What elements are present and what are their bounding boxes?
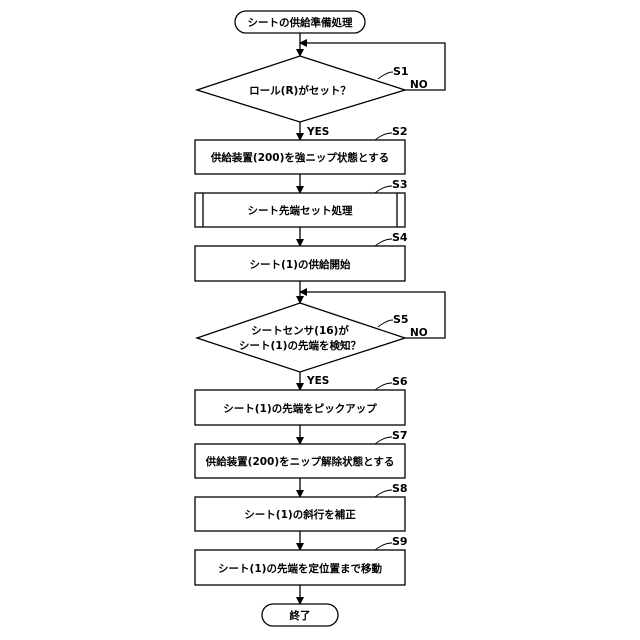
s8-text: シート(1)の斜行を補正 — [244, 508, 356, 521]
s2-text: 供給装置(200)を強ニップ状態とする — [210, 151, 389, 164]
s9-text: シート(1)の先端を定位置まで移動 — [218, 562, 382, 575]
step-s7-process: 供給装置(200)をニップ解除状態とする S7 — [195, 429, 408, 478]
s9-step-id: S9 — [392, 535, 408, 548]
s5-text-line1: シートセンサ(16)が — [251, 324, 349, 337]
s4-step-id: S4 — [392, 231, 408, 244]
start-label: シートの供給準備処理 — [248, 16, 353, 29]
s6-leader — [375, 383, 392, 390]
step-s4-process: シート(1)の供給開始 S4 — [195, 231, 408, 281]
s5-text-line2: シート(1)の先端を検知？ — [239, 339, 361, 352]
end-terminator: 終了 — [262, 604, 338, 626]
s5-no-label: NO — [410, 327, 428, 339]
s8-step-id: S8 — [392, 482, 408, 495]
step-s6-process: シート(1)の先端をピックアップ S6 — [195, 375, 408, 425]
s6-text: シート(1)の先端をピックアップ — [223, 402, 377, 415]
s3-leader — [375, 186, 392, 193]
s7-leader — [375, 437, 392, 444]
s1-step-id: S1 — [393, 65, 409, 78]
s3-step-id: S3 — [392, 178, 408, 191]
s1-yes-label: YES — [306, 126, 329, 138]
s4-leader — [375, 239, 392, 246]
s7-text: 供給装置(200)をニップ解除状態とする — [205, 455, 395, 468]
s6-step-id: S6 — [392, 375, 408, 388]
s4-text: シート(1)の供給開始 — [250, 258, 351, 271]
s7-step-id: S7 — [392, 429, 408, 442]
s1-text: ロール(R)がセット？ — [249, 84, 351, 97]
step-s2-process: 供給装置(200)を強ニップ状態とする S2 — [195, 125, 408, 174]
s5-yes-label: YES — [306, 375, 329, 387]
s9-leader — [375, 543, 392, 550]
s1-no-label: NO — [410, 79, 428, 91]
s3-text: シート先端セット処理 — [248, 204, 353, 217]
step-s8-process: シート(1)の斜行を補正 S8 — [195, 482, 408, 531]
s8-leader — [375, 490, 392, 497]
step-s3-subroutine: シート先端セット処理 S3 — [195, 178, 408, 227]
step-s9-process: シート(1)の先端を定位置まで移動 S9 — [195, 535, 408, 585]
s5-step-id: S5 — [393, 313, 409, 326]
end-label: 終了 — [290, 609, 311, 622]
s2-leader — [375, 133, 392, 140]
start-terminator: シートの供給準備処理 — [235, 11, 365, 33]
s2-step-id: S2 — [392, 125, 408, 138]
s5-leader — [378, 320, 393, 327]
s1-leader — [378, 72, 393, 79]
